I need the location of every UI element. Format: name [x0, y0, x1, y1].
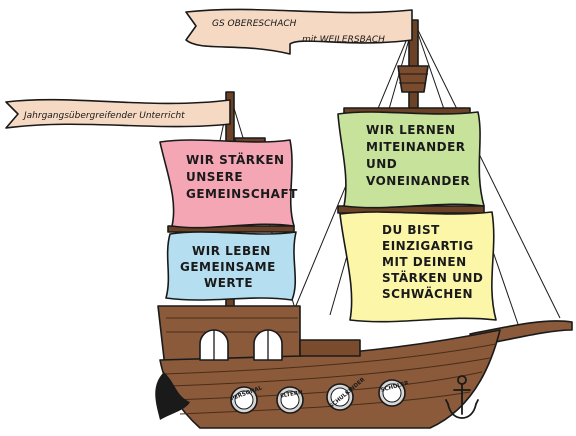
sail-green-line3: UND	[366, 157, 397, 171]
sail-blue: WIR LEBEN GEMEINSAME WERTE	[165, 231, 297, 301]
sail-pink: WIR STÄRKEN UNSERE GEMEINSCHAFT	[159, 139, 298, 229]
sail-pink-line2: UNSERE	[186, 170, 243, 184]
sail-yellow-line3: MIT DEINEN	[382, 255, 467, 269]
sail-pink-line1: WIR STÄRKEN	[186, 152, 285, 167]
crows-nest	[397, 65, 429, 93]
sail-yellow-line5: SCHWÄCHEN	[382, 286, 473, 301]
sail-yellow-line1: DU BIST	[382, 223, 440, 237]
sail-green-line2: MITEINANDER	[366, 140, 466, 154]
hull	[155, 305, 573, 429]
sail-pink-line3: GEMEINSCHAFT	[186, 187, 298, 201]
sail-yellow-line4: STÄRKEN UND	[382, 270, 483, 285]
sail-blue-line2: GEMEINSAME	[180, 260, 276, 274]
sail-green: WIR LERNEN MITEINANDER UND VONEINANDER	[337, 111, 485, 209]
porthole-personal: PERSONAL	[230, 385, 264, 414]
left-pennant: Jahrgangsübergreifender Unterricht	[5, 98, 231, 129]
sail-yellow: DU BIST EINZIGARTIG MIT DEINEN STÄRKEN U…	[339, 211, 497, 323]
stern-black-flag	[155, 372, 190, 420]
porthole-label-eltern: ELTERN	[280, 390, 304, 400]
left-pennant-text: Jahrgangsübergreifender Unterricht	[22, 111, 185, 121]
top-pennant-line2: mit WEILERSBACH	[302, 35, 385, 45]
anchor-icon	[445, 375, 479, 419]
top-pennant-line1: GS OBERESCHACH	[212, 19, 297, 29]
porthole-eltern: ELTERN	[276, 386, 304, 414]
top-pennant: GS OBERESCHACH mit WEILERSBACH	[185, 8, 413, 55]
porthole-schueler: SCHÜLER	[378, 379, 410, 407]
sail-yellow-line2: EINZIGARTIG	[382, 239, 474, 253]
sail-green-line1: WIR LERNEN	[366, 123, 456, 137]
sail-green-line4: VONEINANDER	[366, 174, 470, 188]
sail-blue-line1: WIR LEBEN	[192, 244, 271, 258]
sail-blue-line3: WERTE	[204, 276, 253, 290]
